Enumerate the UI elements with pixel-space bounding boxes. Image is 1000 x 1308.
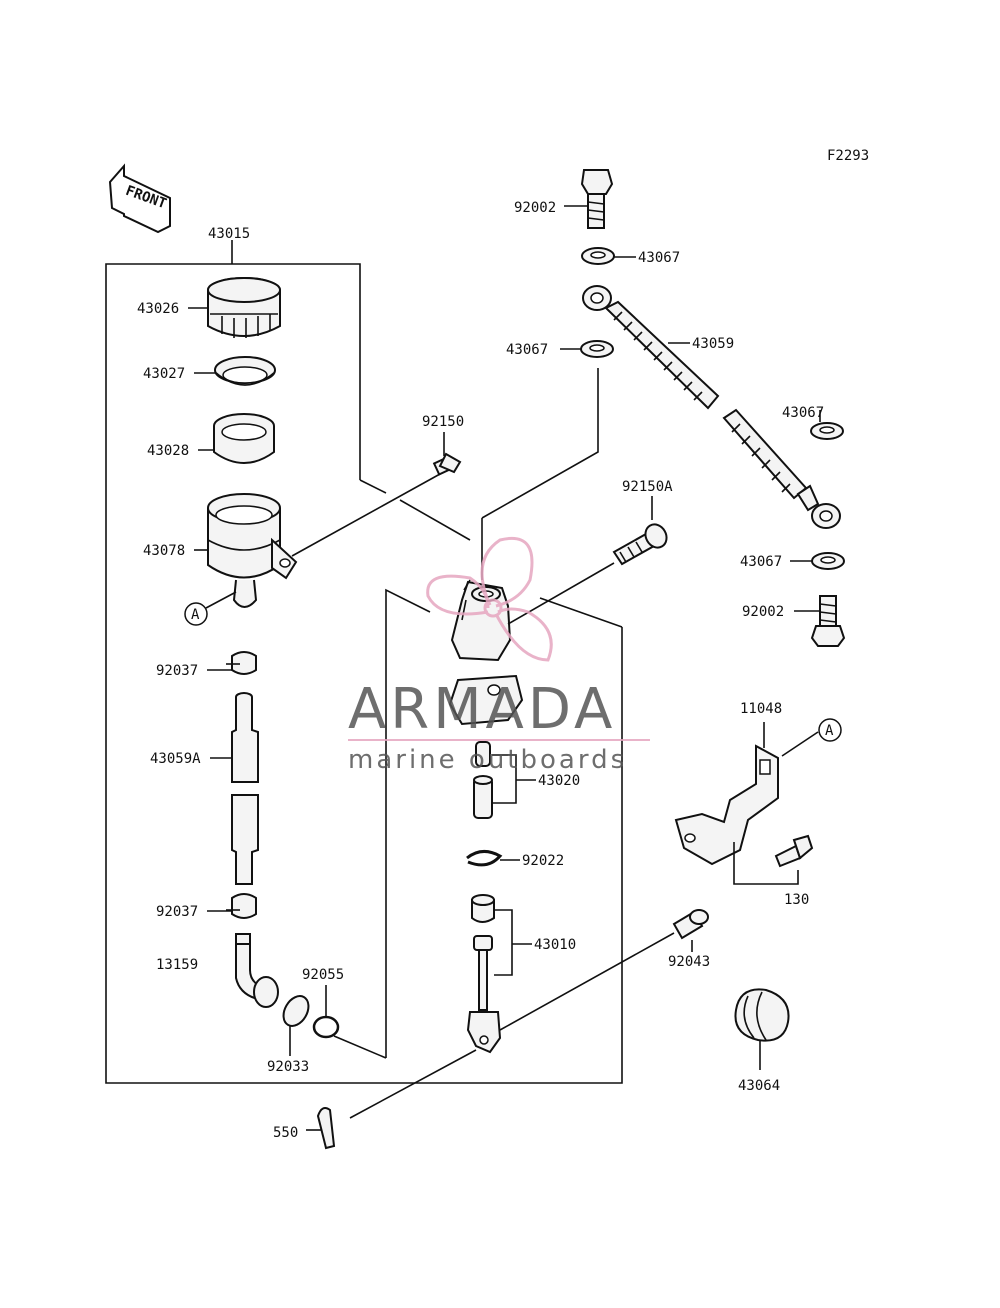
- label-43027: 43027: [143, 366, 185, 382]
- label-92055: 92055: [302, 967, 344, 983]
- washer-43067-bottom: [811, 552, 845, 570]
- label-92150A: 92150A: [622, 479, 673, 495]
- washer-43067-top: [581, 247, 615, 265]
- elbow-fitting: [235, 933, 279, 1008]
- label-43010: 43010: [534, 937, 576, 953]
- label-92037-lower: 92037: [156, 904, 198, 920]
- washer-43067-right: [810, 422, 844, 440]
- brake-hose-43059: [582, 285, 841, 529]
- label-92022: 92022: [522, 853, 564, 869]
- circlip-92022: [466, 850, 503, 867]
- assembly-box-43010: [385, 588, 431, 1058]
- svg-text:A: A: [191, 607, 200, 623]
- front-arrow-icon: FRONT: [108, 163, 171, 234]
- reservoir-hose: [231, 692, 259, 885]
- svg-text:A: A: [825, 723, 834, 739]
- banjo-bolt-92002-top: [580, 169, 614, 229]
- grommet-43064: [734, 988, 790, 1042]
- label-92043: 92043: [668, 954, 710, 970]
- banjo-bolt-92002-lower: [810, 595, 846, 647]
- bolt-92150A: [612, 523, 668, 566]
- push-rod-43010: [466, 894, 502, 1054]
- watermark-tagline: marine outboards: [348, 745, 627, 775]
- label-43067-right: 43067: [782, 405, 824, 421]
- label-43067-bottom: 43067: [740, 554, 782, 570]
- label-43064: 43064: [738, 1078, 780, 1094]
- label-43078: 43078: [143, 543, 185, 559]
- label-13159: 13159: [156, 957, 198, 973]
- label-92002-lower: 92002: [742, 604, 784, 620]
- label-43028: 43028: [147, 443, 189, 459]
- bolt-130: [774, 834, 814, 868]
- label-550: 550: [273, 1125, 298, 1141]
- snap-ring-92033: [282, 995, 310, 1027]
- o-ring-92055: [312, 1015, 340, 1039]
- label-43015: 43015: [208, 226, 250, 242]
- cotter-pin-550: [306, 1107, 336, 1150]
- bolt-92150: [432, 452, 462, 476]
- hose-clamp-lower: [226, 893, 257, 919]
- reservoir-cap: [207, 277, 281, 338]
- label-130: 130: [784, 892, 809, 908]
- label-43059: 43059: [692, 336, 734, 352]
- watermark-brand: ARMADA: [348, 677, 616, 742]
- marker-a-right: A: [818, 718, 842, 742]
- label-43059A: 43059A: [150, 751, 201, 767]
- propeller-logo-icon: [426, 537, 553, 662]
- armada-watermark: ARMADA marine outboards: [348, 537, 650, 775]
- label-43067-mid: 43067: [506, 342, 548, 358]
- assembly-box-43015: [105, 263, 623, 1084]
- label-92002-top: 92002: [514, 200, 556, 216]
- label-92150: 92150: [422, 414, 464, 430]
- diaphragm-plate: [214, 356, 276, 386]
- washer-43067-mid: [580, 340, 614, 358]
- label-92037-upper: 92037: [156, 663, 198, 679]
- label-43026: 43026: [137, 301, 179, 317]
- label-43067-top: 43067: [638, 250, 680, 266]
- bracket-11048: [674, 744, 779, 866]
- hose-clamp-upper: [226, 651, 257, 675]
- pin-92043: [672, 909, 709, 940]
- piston-assembly-43020: [473, 741, 493, 819]
- diaphragm: [213, 413, 275, 464]
- figure-code: F2293: [827, 148, 869, 164]
- label-92033: 92033: [267, 1059, 309, 1075]
- marker-a-left: A: [184, 602, 208, 626]
- label-43020: 43020: [538, 773, 580, 789]
- reservoir-tank: [207, 493, 298, 608]
- label-11048: 11048: [740, 701, 782, 717]
